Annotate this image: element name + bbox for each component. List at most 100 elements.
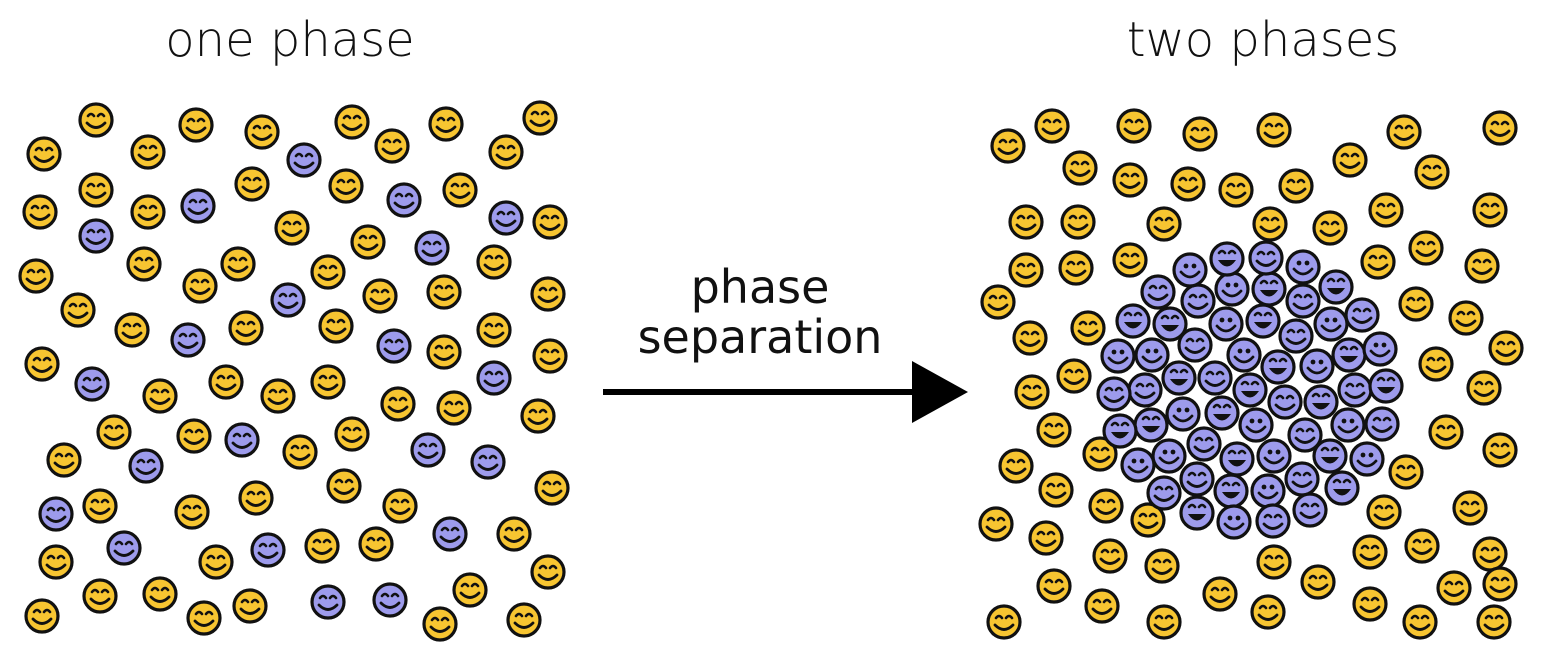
yellow-particle — [1482, 566, 1518, 602]
yellow-particle — [318, 308, 354, 344]
purple-particle — [1204, 395, 1240, 431]
purple-particle — [286, 142, 322, 178]
yellow-particle — [126, 246, 162, 282]
yellow-particle — [82, 578, 118, 614]
purple-particle — [180, 188, 216, 224]
yellow-particle — [506, 602, 542, 638]
yellow-particle — [1388, 454, 1424, 490]
yellow-particle — [22, 194, 58, 230]
yellow-particle — [1112, 162, 1148, 198]
purple-particle — [1337, 372, 1373, 408]
yellow-particle — [78, 102, 114, 138]
yellow-particle — [532, 204, 568, 240]
purple-particle — [1165, 396, 1201, 432]
yellow-particle — [198, 544, 234, 580]
purple-particle — [1186, 426, 1222, 462]
one-phase-panel — [18, 100, 570, 642]
yellow-particle — [260, 378, 296, 414]
purple-particle — [432, 516, 468, 552]
yellow-particle — [496, 516, 532, 552]
purple-particle — [78, 218, 114, 254]
purple-particle — [1133, 407, 1169, 443]
yellow-particle — [1250, 594, 1286, 630]
yellow-particle — [1028, 520, 1064, 556]
purple-particle — [1151, 438, 1187, 474]
purple-particle — [1260, 349, 1296, 385]
yellow-particle — [1408, 230, 1444, 266]
yellow-particle — [532, 338, 568, 374]
purple-particle — [1127, 372, 1163, 408]
yellow-particle — [1038, 472, 1074, 508]
panel-title-two-phases: two phases — [1126, 12, 1400, 68]
purple-particle — [1172, 252, 1208, 288]
yellow-particle — [1436, 570, 1472, 606]
yellow-particle — [382, 488, 418, 524]
yellow-particle — [24, 598, 60, 634]
yellow-particle — [1008, 204, 1044, 240]
purple-particle — [1197, 360, 1233, 396]
yellow-particle — [1448, 300, 1484, 336]
yellow-particle — [130, 194, 166, 230]
yellow-particle — [176, 418, 212, 454]
yellow-particle — [174, 494, 210, 530]
yellow-particle — [18, 258, 54, 294]
yellow-particle — [1472, 536, 1508, 572]
yellow-particle — [228, 310, 264, 346]
yellow-particle — [1452, 490, 1488, 526]
purple-particle — [1303, 384, 1339, 420]
yellow-particle — [1034, 108, 1070, 144]
yellow-particle — [234, 166, 270, 202]
purple-particle — [1096, 376, 1132, 412]
yellow-particle — [1056, 358, 1092, 394]
purple-particle — [1115, 303, 1151, 339]
purple-particle — [1152, 306, 1188, 342]
purple-particle — [1364, 406, 1400, 442]
purple-particle — [1250, 473, 1286, 509]
yellow-particle — [1036, 568, 1072, 604]
purple-particle — [250, 532, 286, 568]
yellow-particle — [1084, 588, 1120, 624]
yellow-particle — [1146, 206, 1182, 242]
yellow-particle — [1062, 150, 1098, 186]
yellow-particle — [476, 312, 512, 348]
yellow-particle — [282, 434, 318, 470]
yellow-particle — [522, 100, 558, 136]
yellow-particle — [328, 168, 364, 204]
yellow-particle — [442, 172, 478, 208]
purple-particle — [372, 582, 408, 618]
purple-particle — [1331, 337, 1367, 373]
yellow-particle — [520, 398, 556, 434]
yellow-particle — [1360, 244, 1396, 280]
yellow-particle — [1466, 370, 1502, 406]
yellow-particle — [1472, 192, 1508, 228]
yellow-particle — [1256, 544, 1292, 580]
purple-particle — [1349, 441, 1385, 477]
yellow-particle — [1428, 414, 1464, 450]
yellow-particle — [60, 292, 96, 328]
arrow-label-line2: separation — [637, 310, 883, 364]
purple-particle — [1287, 417, 1323, 453]
yellow-particle — [1332, 142, 1368, 178]
purple-particle — [386, 182, 422, 218]
yellow-particle — [1008, 252, 1044, 288]
purple-particle — [1140, 274, 1176, 310]
purple-particle — [1177, 327, 1213, 363]
purple-particle — [1213, 473, 1249, 509]
yellow-particle — [142, 576, 178, 612]
yellow-particle — [1014, 374, 1050, 410]
arrow-right-icon — [603, 361, 968, 423]
purple-particle — [1318, 269, 1354, 305]
yellow-particle — [1482, 110, 1518, 146]
purple-particle — [270, 282, 306, 318]
yellow-particle — [182, 268, 218, 304]
purple-particle — [1284, 461, 1320, 497]
yellow-particle — [374, 128, 410, 164]
purple-particle — [1120, 447, 1156, 483]
yellow-particle — [310, 254, 346, 290]
yellow-particle — [1182, 116, 1218, 152]
yellow-particle — [1352, 534, 1388, 570]
yellow-particle — [244, 114, 280, 150]
purple-particle — [170, 322, 206, 358]
purple-particle — [1313, 306, 1349, 342]
